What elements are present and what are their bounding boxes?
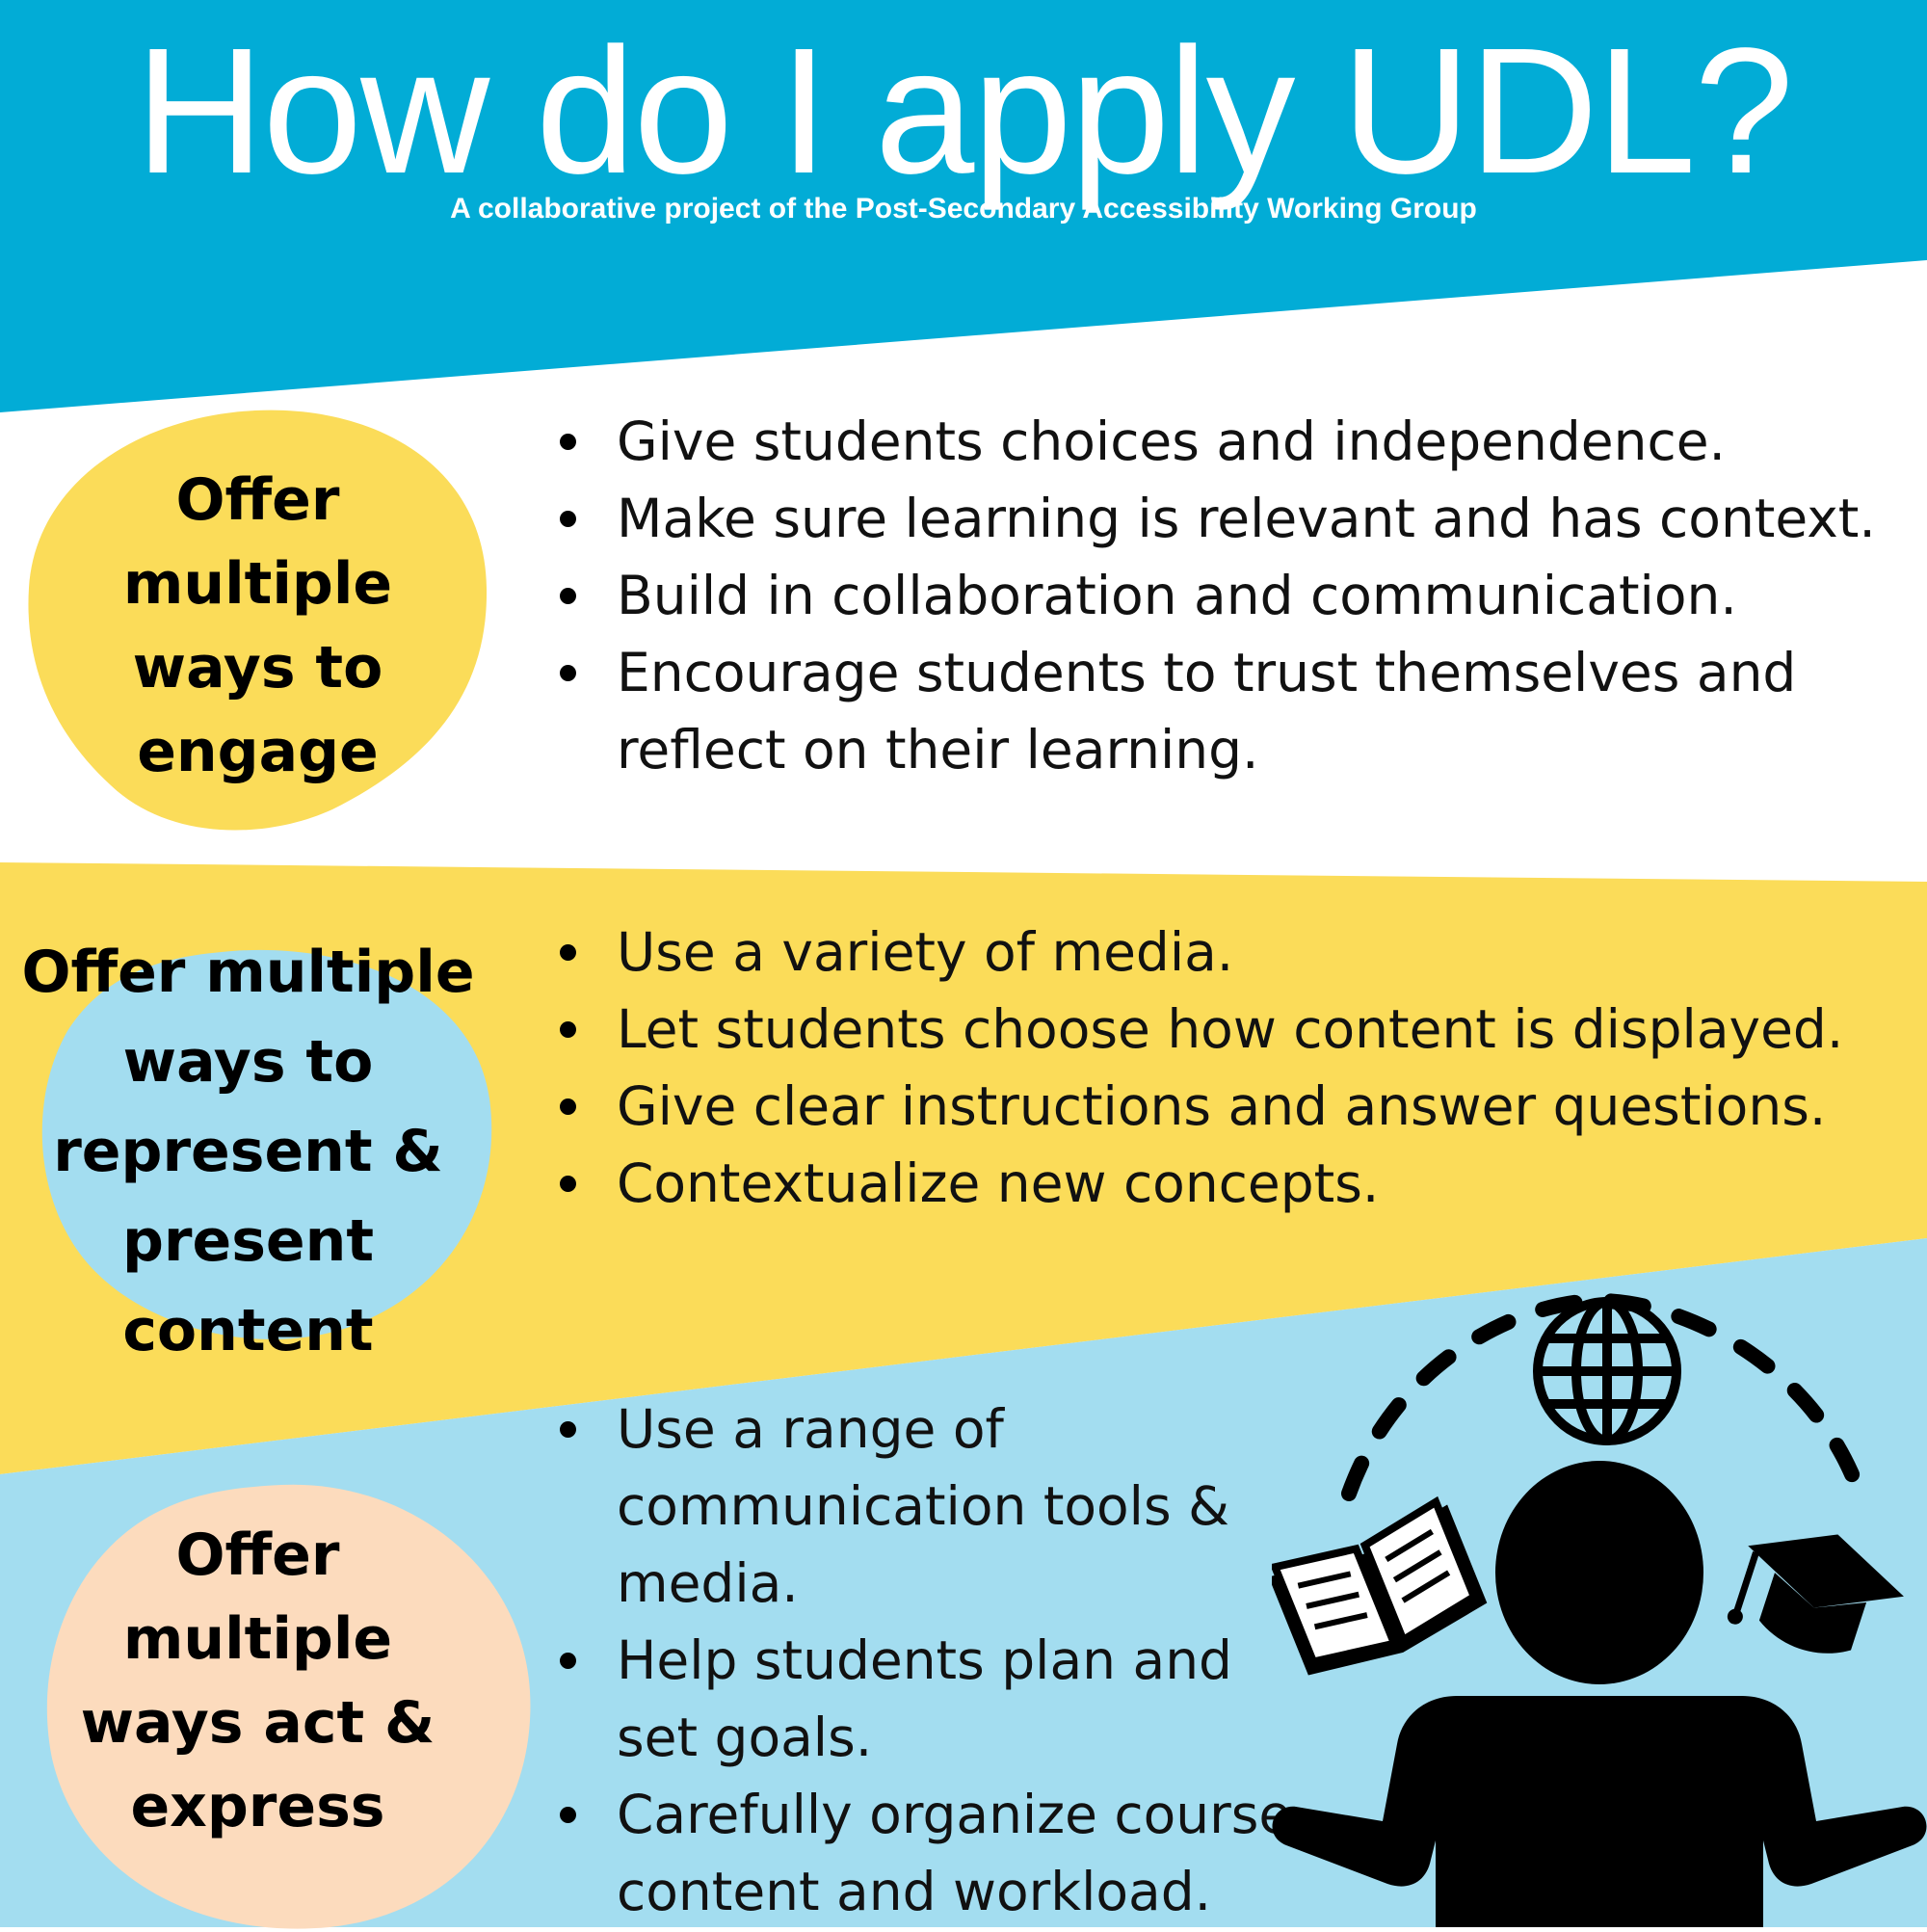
page-subtitle: A collaborative project of the Post-Seco… [450,193,1477,225]
engage-blob [28,410,488,831]
engage-heading: Offer multiple ways to engage [122,466,393,785]
list-item: Help students plan and set goals. [557,1622,1328,1776]
globe-icon [1533,1297,1681,1445]
udl-illustration [1272,1292,1927,1927]
list-item: Let students choose how content is displ… [557,991,1906,1068]
section-band-represent [0,862,1927,1474]
graduation-cap-icon [1727,1534,1904,1654]
header-band [0,0,1927,412]
page-title: How do I apply UDL? [135,12,1794,211]
list-item: Give clear instructions and answer quest… [557,1068,1906,1145]
list-item: Use a range of communication tools & med… [557,1390,1328,1622]
express-bullet-list: Use a range of communication tools & med… [557,1390,1328,1930]
represent-blob [41,949,492,1339]
engage-bullet-list: Give students choices and independence. … [557,403,1887,788]
list-item: Make sure learning is relevant and has c… [557,480,1887,557]
list-item: Encourage students to trust themselves a… [557,634,1888,788]
dashed-arc [1341,1292,1867,1501]
represent-heading: Offer multiple ways to represent & prese… [21,938,475,1364]
list-item: Give students choices and independence. [557,403,1887,480]
represent-bullet-list: Use a variety of media. Let students cho… [557,913,1906,1222]
express-heading: Offer multiple ways act & express [80,1522,436,1840]
list-item: Build in collaboration and communication… [557,557,1887,634]
express-blob [46,1484,531,1929]
list-item: Carefully organize course content and wo… [557,1776,1328,1930]
list-item: Contextualize new concepts. [557,1145,1906,1222]
open-book-icon [1272,1495,1488,1676]
person-icon [1272,1461,1927,1927]
list-item: Use a variety of media. [557,913,1906,991]
